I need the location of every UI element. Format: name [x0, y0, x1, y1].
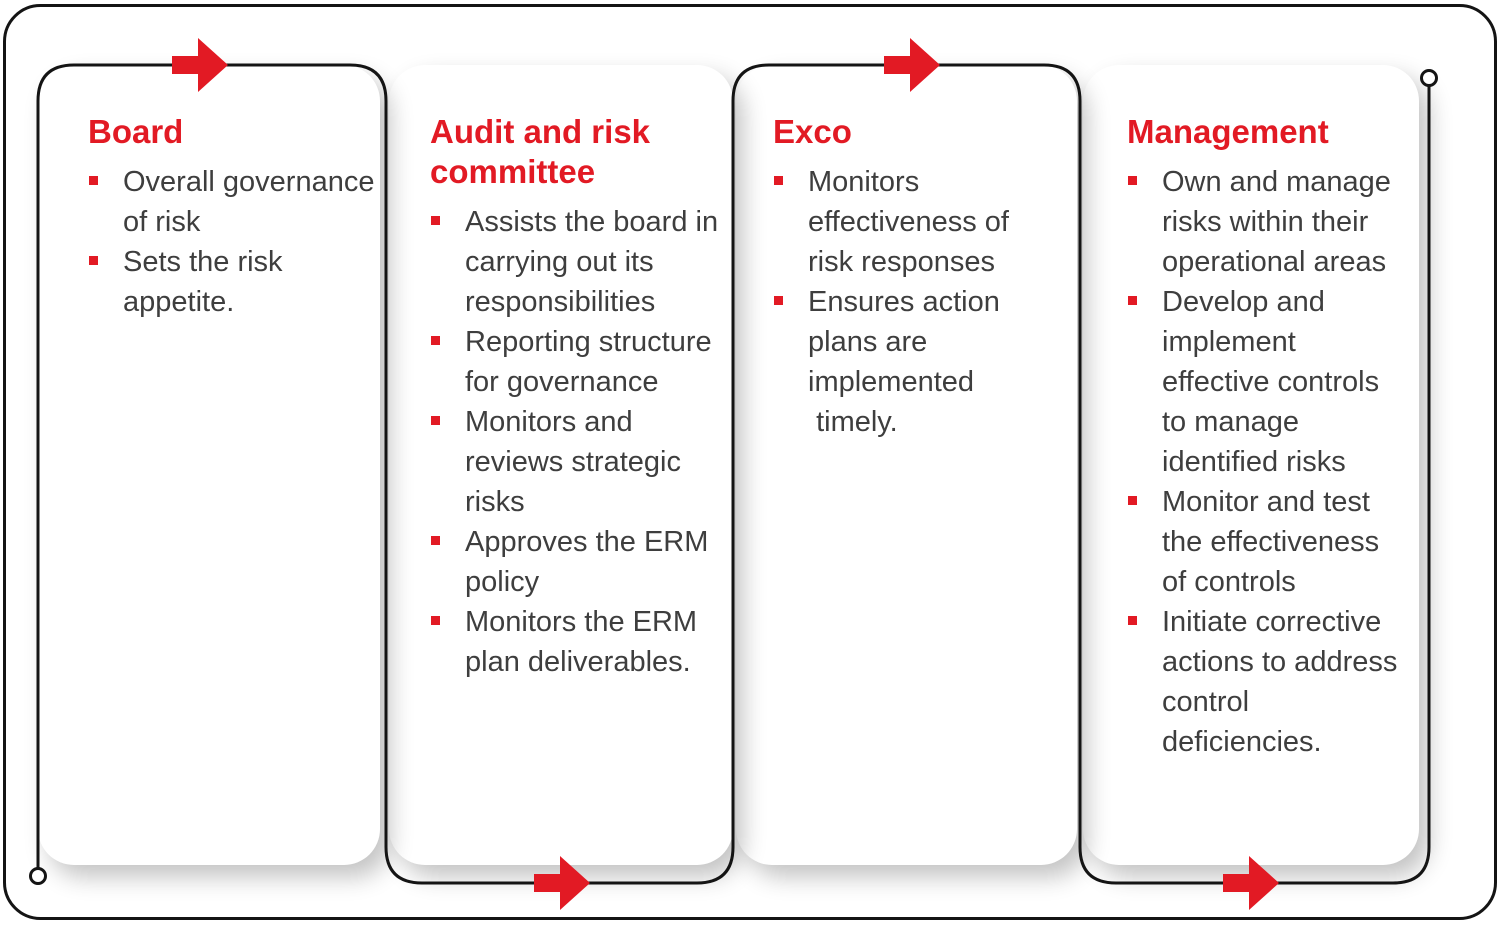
list-item-text: Monitors effectiveness of risk responses — [808, 166, 1009, 278]
list-item-text: Ensures action plans are implemented tim… — [808, 286, 1000, 438]
list-item: Reporting structure for governance — [430, 322, 742, 402]
list-item: Assists the board in carrying out its re… — [430, 202, 742, 322]
list-item-text: Monitors and reviews strategic risks — [465, 406, 681, 518]
list-item-text: Monitor and test the effectiveness of co… — [1162, 486, 1380, 598]
column-management: Management Own and manage risks within t… — [1127, 112, 1427, 762]
list-item: Initiate corrective actions to address c… — [1127, 602, 1427, 762]
list-item: Own and manage risks within their operat… — [1127, 162, 1427, 282]
list-item: Monitor and test the effectiveness of co… — [1127, 482, 1427, 602]
column-title: Exco — [773, 113, 852, 150]
list-item: Ensures action plans are implemented tim… — [773, 282, 1063, 442]
bullet-square-icon — [1128, 176, 1137, 185]
column-title: Management — [1127, 113, 1329, 150]
list-item: Develop and implement effective controls… — [1127, 282, 1427, 482]
bullet-square-icon — [774, 176, 783, 185]
list-item: Monitors effectiveness of risk responses — [773, 162, 1063, 282]
bullet-square-icon — [431, 416, 440, 425]
bullet-square-icon — [89, 176, 98, 185]
list-item-text: Monitors the ERM plan deliverables. — [465, 606, 698, 678]
column-title: Audit and risk committee — [430, 113, 651, 190]
list-item: Monitors and reviews strategic risks — [430, 402, 742, 522]
bullet-square-icon — [431, 336, 440, 345]
bullet-square-icon — [431, 616, 440, 625]
list-item-text: Approves the ERM policy — [465, 526, 709, 598]
bullet-square-icon — [1128, 616, 1137, 625]
list-item-text: Overall governance of risk — [123, 166, 375, 238]
bullet-square-icon — [1128, 496, 1137, 505]
bullet-square-icon — [431, 536, 440, 545]
list-item: Approves the ERM policy — [430, 522, 742, 602]
bullet-square-icon — [774, 296, 783, 305]
list-item-text: Own and manage risks within their operat… — [1162, 166, 1391, 278]
list-item: Overall governance of risk — [88, 162, 400, 242]
bullet-square-icon — [1128, 296, 1137, 305]
bullet-square-icon — [89, 256, 98, 265]
list-item: Sets the risk appetite. — [88, 242, 400, 322]
column-board: Board Overall governance of risk Sets th… — [88, 112, 400, 322]
flow-end-circle-icon — [1420, 69, 1438, 87]
list-item-text: Develop and implement effective controls… — [1162, 286, 1380, 478]
column-title: Board — [88, 113, 184, 150]
column-exco: Exco Monitors effectiveness of risk resp… — [773, 112, 1063, 442]
list-item-text: Initiate corrective actions to address c… — [1162, 606, 1398, 758]
flow-start-circle-icon — [29, 867, 47, 885]
list-item-text: Sets the risk appetite. — [123, 246, 283, 318]
column-audit-committee: Audit and risk committee Assists the boa… — [430, 112, 742, 682]
bullet-square-icon — [431, 216, 440, 225]
list-item: Monitors the ERM plan deliverables. — [430, 602, 742, 682]
list-item-text: Reporting structure for governance — [465, 326, 712, 398]
list-item-text: Assists the board in carrying out its re… — [465, 206, 719, 318]
